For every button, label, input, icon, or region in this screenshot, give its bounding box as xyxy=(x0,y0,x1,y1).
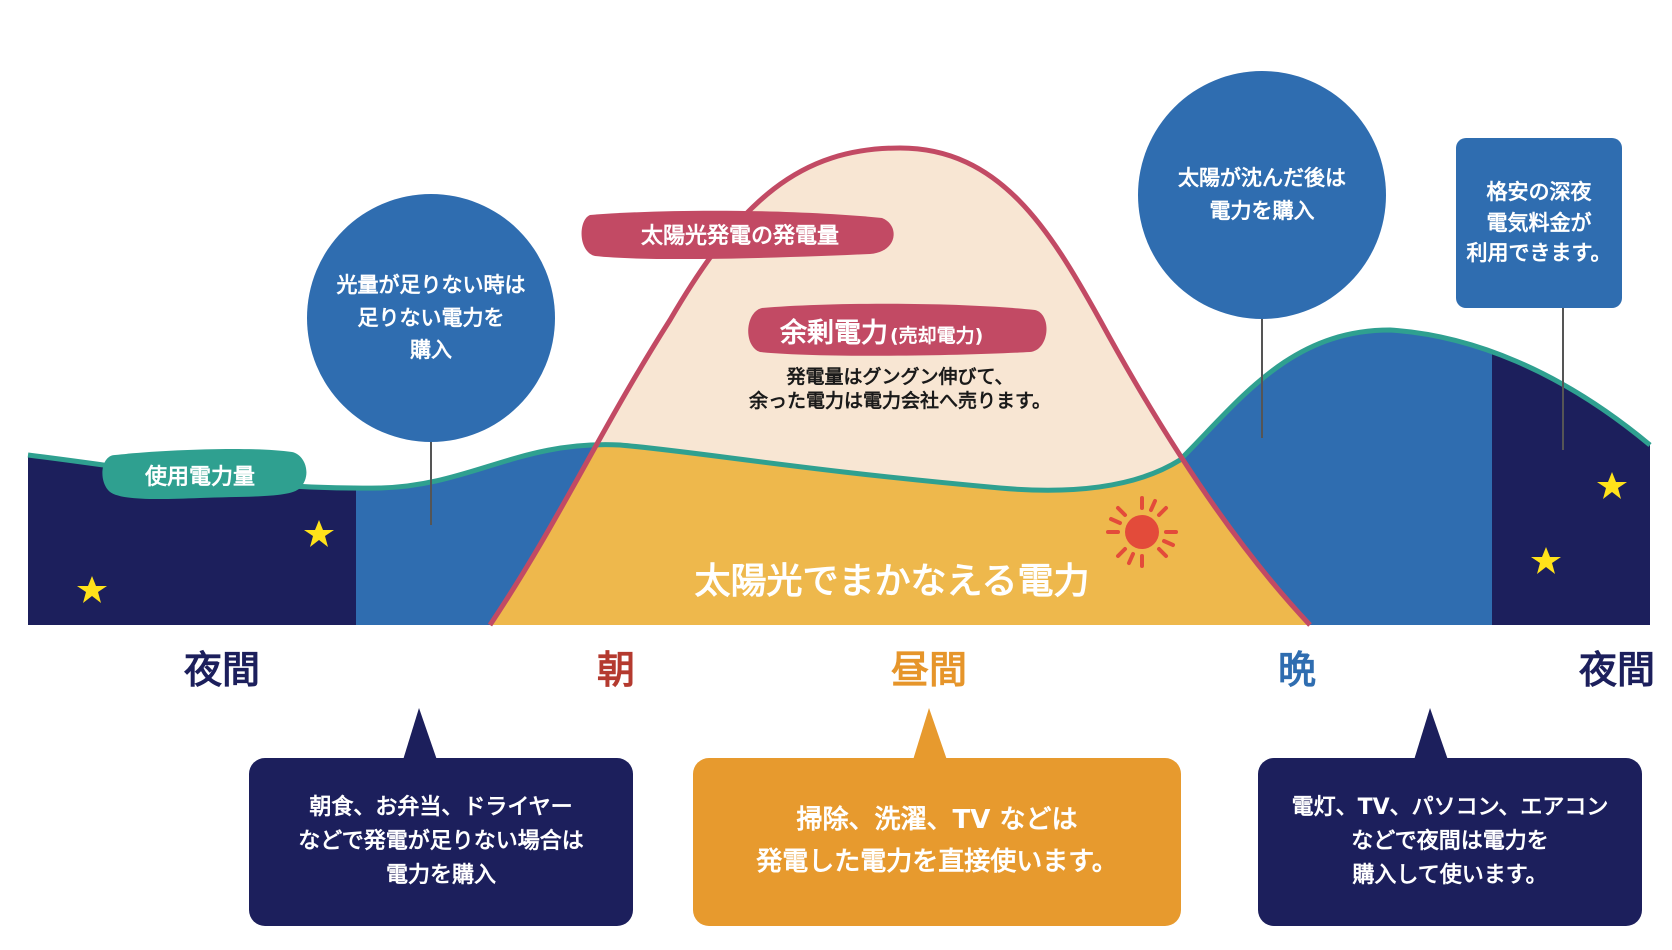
info-box-noon: 掃除、洗濯、TV などは 発電した電力を直接使います。 xyxy=(693,758,1181,926)
callout-circle-after-sunset xyxy=(1138,71,1386,319)
info-box-evening: 電灯、TV、パソコン、エアコン などで夜間は電力を 購入して使います。 xyxy=(1258,758,1642,926)
surplus-desc-2: 余った電力は電力会社へ売ります。 xyxy=(748,389,1051,412)
generation-line xyxy=(487,145,1312,627)
surplus-desc-1: 発電量はグングン伸びて、 xyxy=(785,365,1013,388)
star-icon xyxy=(1531,547,1561,574)
time-label-night-left: 夜間 xyxy=(183,648,260,692)
usage-line xyxy=(27,327,1652,493)
time-label-morning: 朝 xyxy=(597,648,635,692)
callout-box-night-rate xyxy=(1456,138,1622,308)
time-label-noon: 昼間 xyxy=(891,648,967,692)
callout-circle-low-light xyxy=(307,194,555,442)
callout-night-rate-text: 格安の深夜 電気料金が 利用できます。 xyxy=(1466,180,1612,266)
time-label-evening: 晩 xyxy=(1278,648,1316,692)
info-box-morning: 朝食、お弁当、ドライヤー などで発電が足りない場合は 電力を購入 xyxy=(249,758,633,926)
pointer-noon xyxy=(913,708,947,760)
pointer-morning xyxy=(403,708,437,760)
surplus-pill xyxy=(748,303,1047,356)
sun-icon xyxy=(1106,496,1178,568)
generation-pill xyxy=(581,210,894,260)
usage-label: 使用電力量 xyxy=(144,465,255,490)
night-band-right xyxy=(1492,330,1650,625)
callout-after-sunset-text: 太陽が沈んだ後は 電力を購入 xyxy=(1178,166,1346,223)
generation-label: 太陽光発電の発電量 xyxy=(641,224,839,249)
star-icon xyxy=(77,576,107,603)
pointer-evening xyxy=(1414,708,1448,760)
usage-pill xyxy=(102,448,307,500)
callout-low-light-text: 光量が足りない時は 足りない電力を 購入 xyxy=(336,273,526,363)
solar-cover-label: 太陽光でまかなえる電力 xyxy=(695,561,1090,602)
time-label-night-right: 夜間 xyxy=(1578,648,1655,692)
star-icon xyxy=(304,520,334,547)
star-icon xyxy=(1597,472,1627,499)
surplus-title: 余剰電力(売却電力) xyxy=(779,317,983,349)
